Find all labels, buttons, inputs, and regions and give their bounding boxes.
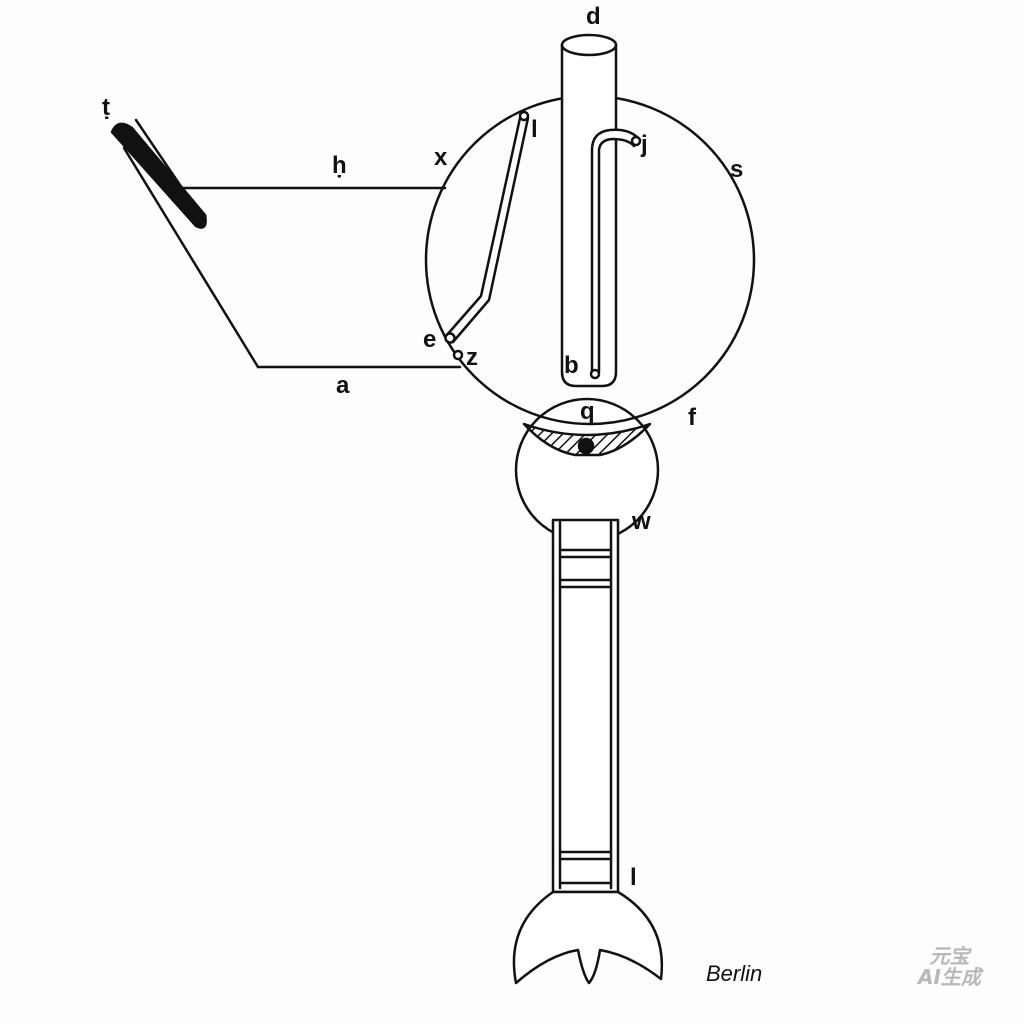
crescent-base xyxy=(512,890,664,985)
pivot-dot xyxy=(577,437,595,455)
label-x: x xyxy=(434,144,448,171)
rod-bottom-end xyxy=(444,332,456,344)
watermark-line1: 元宝 xyxy=(929,944,970,968)
label-t: ṭ xyxy=(102,94,110,121)
j-tube-end xyxy=(630,135,642,147)
label-j: j xyxy=(641,131,648,158)
rod-top-end xyxy=(518,110,530,122)
label-h: ḥ xyxy=(332,152,347,179)
label-f: f xyxy=(688,404,696,431)
stem xyxy=(551,518,620,894)
caption-city: Berlin xyxy=(706,961,763,986)
label-s: s xyxy=(730,156,744,183)
watermark-line2: AI生成 xyxy=(918,965,981,989)
label-a: a xyxy=(336,372,350,399)
label-z: z xyxy=(466,344,478,371)
label-q: q xyxy=(580,398,595,425)
trapezoid-frame xyxy=(122,118,462,369)
blade xyxy=(110,122,207,229)
watermark: 元宝 AI生成 xyxy=(918,946,981,988)
label-b: b xyxy=(564,352,579,379)
label-w: w xyxy=(632,508,651,535)
rod xyxy=(444,116,530,344)
point-z xyxy=(452,349,464,361)
label-e: e xyxy=(423,326,437,353)
label-d: d xyxy=(586,3,601,30)
j-tube-base xyxy=(589,368,601,380)
label-l-bottom: l xyxy=(630,864,637,891)
cylinder xyxy=(560,33,618,388)
label-l-top: l xyxy=(531,116,538,143)
